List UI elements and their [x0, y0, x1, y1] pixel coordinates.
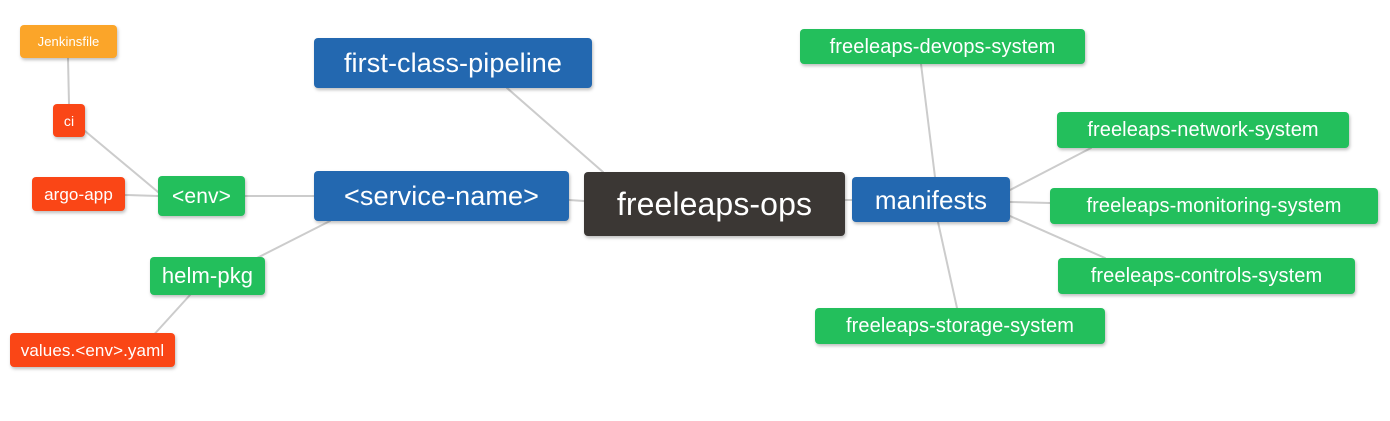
node-freeleaps-storage-system[interactable]: freeleaps-storage-system — [815, 308, 1105, 344]
node-argo-app[interactable]: argo-app — [32, 177, 125, 211]
node-env[interactable]: <env> — [158, 176, 245, 216]
edge-service-name-to-freeleaps-ops — [568, 199, 585, 202]
node-jenkinsfile[interactable]: Jenkinsfile — [20, 25, 117, 58]
node-label-freeleaps-storage-system: freeleaps-storage-system — [845, 315, 1075, 337]
node-freeleaps-controls-system[interactable]: freeleaps-controls-system — [1058, 258, 1355, 294]
edge-jenkinsfile-to-ci — [67, 57, 70, 105]
node-service-name[interactable]: <service-name> — [314, 171, 569, 221]
node-label-jenkinsfile: Jenkinsfile — [37, 34, 100, 49]
node-label-freeleaps-ops: freeleaps-ops — [616, 186, 813, 222]
node-values-env-yaml[interactable]: values.<env>.yaml — [10, 333, 175, 367]
node-ci[interactable]: ci — [53, 104, 85, 137]
node-label-service-name: <service-name> — [344, 180, 539, 211]
edge-argo-app-to-env — [124, 194, 159, 197]
node-helm-pkg[interactable]: helm-pkg — [150, 257, 265, 295]
node-label-first-class-pipeline: first-class-pipeline — [343, 47, 563, 78]
node-freeleaps-ops[interactable]: freeleaps-ops — [584, 172, 845, 236]
node-freeleaps-devops-system[interactable]: freeleaps-devops-system — [800, 29, 1085, 64]
edge-manifests-to-freeleaps-monitoring-system — [1009, 201, 1051, 204]
node-label-helm-pkg: helm-pkg — [161, 263, 254, 288]
node-label-freeleaps-devops-system: freeleaps-devops-system — [829, 35, 1056, 58]
node-label-freeleaps-network-system: freeleaps-network-system — [1087, 119, 1319, 141]
edge-helm-pkg-to-service-name — [252, 220, 331, 261]
edge-manifests-to-freeleaps-devops-system — [920, 63, 936, 178]
node-label-freeleaps-monitoring-system: freeleaps-monitoring-system — [1086, 195, 1342, 217]
node-freeleaps-network-system[interactable]: freeleaps-network-system — [1057, 112, 1349, 148]
node-manifests[interactable]: manifests — [852, 177, 1010, 222]
edge-manifests-to-freeleaps-storage-system — [937, 221, 958, 309]
edge-first-class-pipeline-to-freeleaps-ops — [506, 87, 604, 173]
edge-manifests-to-freeleaps-network-system — [1009, 147, 1092, 191]
node-freeleaps-monitoring-system[interactable]: freeleaps-monitoring-system — [1050, 188, 1378, 224]
node-label-values-env-yaml: values.<env>.yaml — [20, 340, 165, 360]
node-label-freeleaps-controls-system: freeleaps-controls-system — [1090, 265, 1323, 287]
node-label-manifests: manifests — [874, 184, 988, 215]
node-first-class-pipeline[interactable]: first-class-pipeline — [314, 38, 592, 88]
node-label-env: <env> — [172, 184, 231, 208]
node-label-ci: ci — [63, 112, 75, 129]
node-label-argo-app: argo-app — [44, 184, 113, 204]
